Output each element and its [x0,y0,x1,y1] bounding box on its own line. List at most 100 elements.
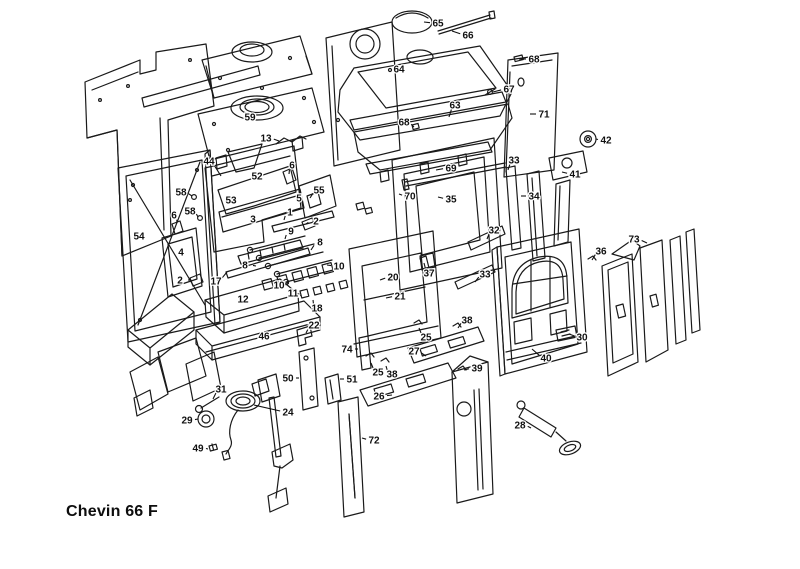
part-label-35-24: 35 [445,195,457,206]
part-label-53-15: 53 [225,196,237,207]
leader-line-2-28 [305,221,309,225]
leader-line-63-5 [448,109,452,118]
part-label-21-42: 21 [394,292,406,303]
part-label-50-61: 50 [282,374,294,385]
part-64-hood-shape [337,45,513,141]
part-rear-hole-panel-shape [325,21,401,167]
leader-line-29-64 [194,418,199,421]
leader-line-35-24 [437,196,444,199]
part-12-ashpan-shape [204,278,300,334]
leader-line-40-51 [531,348,540,356]
part-51-strip-shape [324,373,342,405]
part-33-strip-upper-shape [505,165,522,251]
part-label-37-46: 37 [423,269,435,280]
part-label-33-22: 33 [508,156,520,167]
leader-line-44-12 [213,164,222,177]
leader-line-26-58 [386,394,393,397]
part-label-24-62: 24 [282,408,294,419]
leader-line-25-53 [418,327,422,334]
part-50-strip-shape [298,347,319,411]
part-30-latch-shape [555,325,578,342]
leader-line-66-1 [451,30,461,35]
part-label-2-32: 2 [177,276,183,287]
part-34-strip-shape [526,170,546,262]
part-label-18-40: 18 [311,304,323,315]
leader-line-17-33 [221,271,228,279]
part-pedestal-column-shape [451,355,494,504]
part-label-11-38: 11 [288,289,299,300]
leader-line-58-19 [195,213,199,218]
part-label-5-17: 5 [296,194,302,205]
part-label-27-54: 27 [408,347,420,358]
part-label-8-35: 8 [242,261,248,272]
leader-line-13-9 [273,138,280,142]
part-33-strip-lower-shape [454,264,496,290]
part-label-28-67: 28 [514,421,526,432]
leader-line-41-11 [561,171,568,174]
part-label-63-5: 63 [449,101,461,112]
part-label-6-13: 6 [289,161,295,172]
part-label-64-2: 64 [393,65,405,76]
leader-line-10-37 [286,280,290,284]
leader-line-28-67 [527,425,532,429]
leader-line-38-57 [385,365,388,371]
part-9-rail-shape [237,239,304,265]
part-3-bar-shape [218,188,305,233]
leader-line-30-50 [568,333,575,337]
part-label-1-27: 1 [287,208,293,219]
part-41-bracket-shape [548,150,588,247]
leader-line-27-54 [421,352,427,357]
part-72-strip-shape [337,396,365,518]
leader-line-21-42 [385,296,393,299]
part-firebricks-shape [129,337,222,417]
part-27-fascia-shape [407,326,485,364]
part-40-door-shape [491,228,588,377]
part-label-44-12: 44 [203,157,215,168]
part-5-bracket-shape [298,174,337,219]
leader-line-55-16 [309,193,314,199]
part-18-links-shape [299,279,349,299]
part-32-strip-shape [467,225,506,251]
part-label-68-6: 68 [398,118,410,129]
part-label-42-10: 42 [600,136,612,147]
part-label-74-59: 74 [341,345,353,356]
leader-line-31-63 [212,392,217,400]
leader-line-69-21 [435,168,444,171]
part-label-3-26: 3 [250,215,256,226]
part-label-10-37: 10 [273,281,285,292]
leader-line-20-41 [379,277,386,281]
part-label-25-53: 25 [420,333,432,344]
part-label-33-47: 33 [479,270,491,281]
part-10-11-lugs-shape [261,262,334,291]
part-label-38-52: 38 [461,316,473,327]
leader-line-68-6 [410,123,415,128]
part-label-69-21: 69 [445,164,457,175]
part-4-panel-shape [161,227,203,298]
part-46-tray-shape [195,300,321,361]
part-fuel-block-shape [127,293,195,366]
part-70-frame-shape [355,137,503,291]
part-label-36-48: 36 [595,247,607,258]
part-label-58-19: 58 [184,207,196,218]
leader-line-49-65 [205,447,209,450]
part-label-31-63: 31 [215,385,227,396]
part-label-34-25: 34 [528,192,540,203]
leader-line-22-43 [305,328,309,334]
part-label-73-49: 73 [628,235,640,246]
part-label-4-31: 4 [178,248,184,259]
leader-line-25-56 [370,362,374,369]
leader-line-11-38 [299,294,302,297]
part-label-70-23: 70 [404,192,416,203]
part-label-12-39: 12 [237,295,249,306]
part-24-thermostat-shape [221,378,270,461]
leader-line-36-48 [591,254,596,261]
part-42-knob-shape [579,130,597,148]
part-label-40-51: 40 [540,354,552,365]
part-label-54-30: 54 [133,232,145,243]
part-29-wheel-shape [197,410,215,428]
part-59-plate-shape [197,87,325,170]
part-damper-rod-shape [257,373,294,513]
part-label-29-64: 29 [181,416,193,427]
